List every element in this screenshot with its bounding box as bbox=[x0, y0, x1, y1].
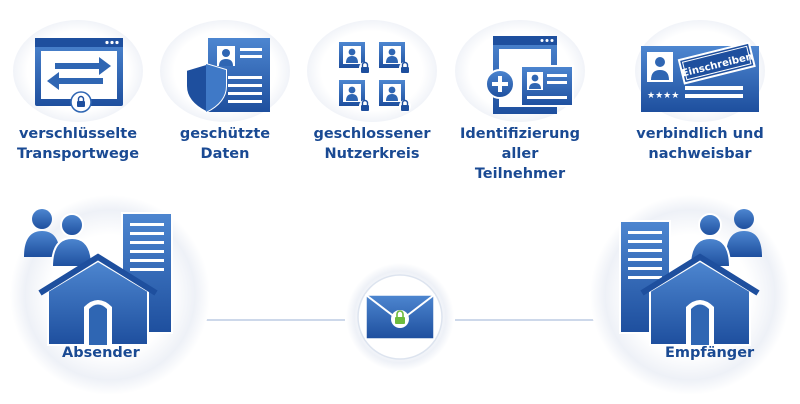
feature-protected-data: geschützte Daten bbox=[150, 20, 300, 190]
feature-label: verschlüsselte Transportwege bbox=[3, 124, 153, 164]
feature-label: geschützte Daten bbox=[150, 124, 300, 164]
feature-label: verbindlich und nachweisbar bbox=[625, 124, 775, 164]
transfer-flow bbox=[10, 195, 790, 395]
feature-label-line-2: Nutzerkreis bbox=[324, 146, 420, 162]
feature-label-line-2: Daten bbox=[200, 146, 250, 162]
feature-label-line-1: geschützte bbox=[179, 126, 271, 142]
transfer-window-lock-icon bbox=[35, 38, 123, 113]
sender-label: Absender bbox=[62, 345, 140, 361]
card-code-text: ★★★★ bbox=[647, 91, 679, 101]
feature-label-line-2: Teilnehmer bbox=[474, 166, 566, 182]
icon-halo bbox=[307, 20, 437, 122]
feature-label-line-2: Transportwege bbox=[16, 146, 140, 162]
add-identity-window-icon bbox=[485, 36, 574, 114]
recipient-people-buildings-icon bbox=[590, 195, 790, 395]
feature-encrypted-transport: verschlüsselte Transportwege bbox=[3, 20, 153, 190]
recipient-label: Empfänger bbox=[665, 345, 755, 361]
feature-label-line-1: verschlüsselte bbox=[18, 126, 138, 142]
feature-label-line-1: geschlossener bbox=[313, 126, 431, 142]
locked-envelope-icon bbox=[346, 263, 454, 371]
locked-user-cards-icon bbox=[339, 42, 411, 112]
feature-closed-user-group: geschlossener Nutzerkreis bbox=[297, 20, 447, 190]
feature-label: geschlossener Nutzerkreis bbox=[297, 124, 447, 164]
feature-label-line-1: Identifizierung aller bbox=[459, 126, 580, 162]
registered-mail-icon: ★★★★ Einschreiben bbox=[641, 41, 759, 112]
sender-people-buildings-icon bbox=[10, 195, 210, 395]
feature-identification: Identifizierung aller Teilnehmer bbox=[445, 20, 595, 190]
shield-id-card-icon bbox=[185, 38, 270, 114]
feature-label-line-1: verbindlich und bbox=[636, 126, 764, 142]
feature-label-line-2: nachweisbar bbox=[648, 146, 752, 162]
feature-binding-verifiable: ★★★★ Einschreiben verbindlich und nachwe… bbox=[625, 20, 775, 190]
feature-label: Identifizierung aller Teilnehmer bbox=[445, 124, 595, 184]
